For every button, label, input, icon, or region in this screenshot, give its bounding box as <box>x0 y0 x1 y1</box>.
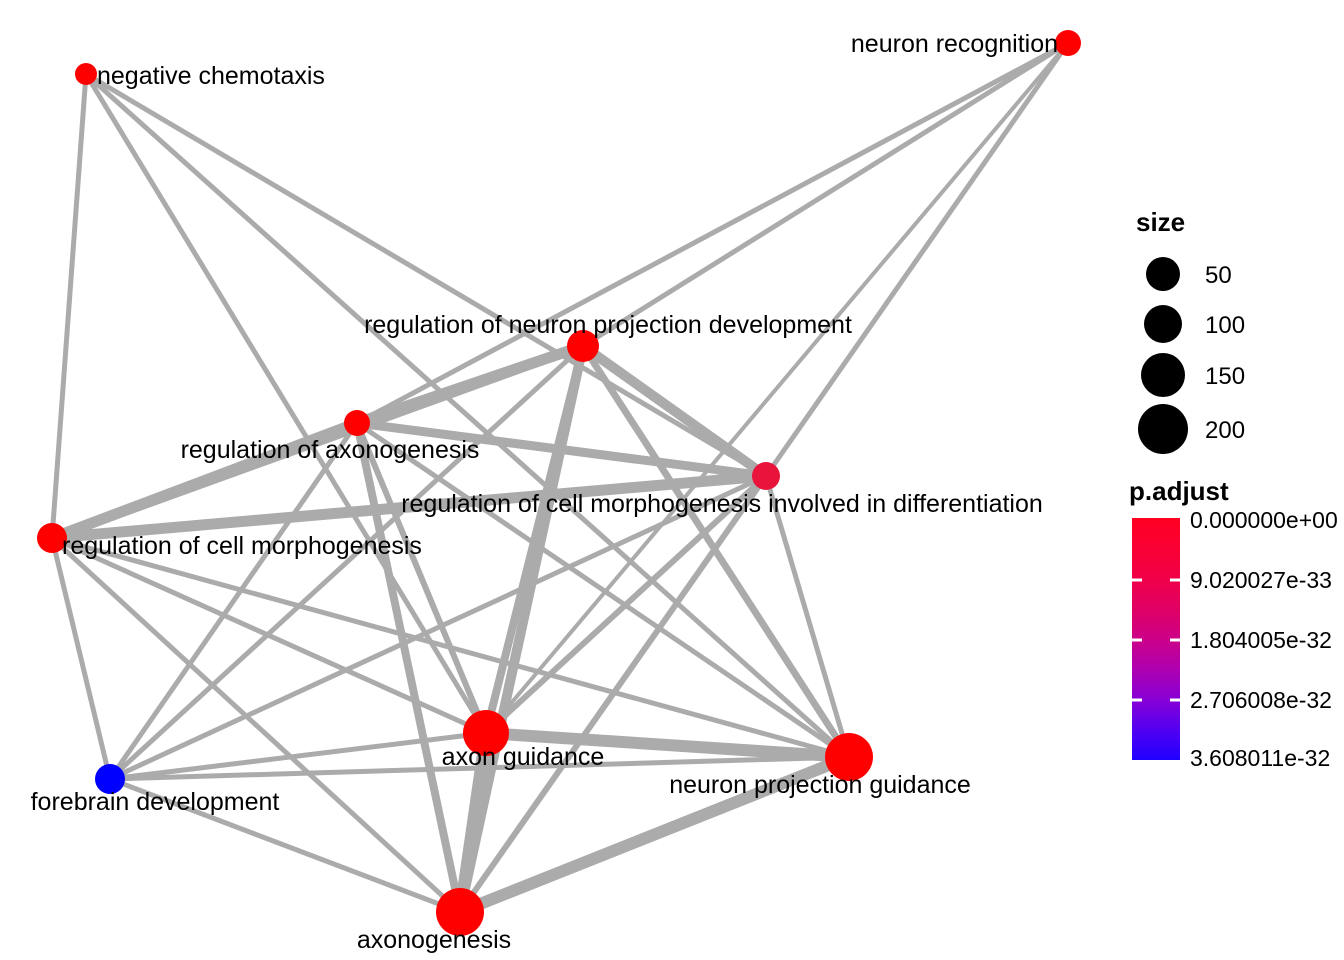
network-edge <box>484 41 1070 735</box>
network-node-labels: negative chemotaxis neuron recognition reg… <box>31 30 1058 954</box>
network-edge <box>580 341 769 481</box>
network-edge <box>763 41 1071 478</box>
network-node-neuron-recognition[interactable] <box>1055 30 1081 56</box>
network-edge <box>457 751 852 918</box>
network-edge <box>50 417 359 544</box>
size-legend-title: size <box>1136 207 1185 237</box>
node-label-forebrain-development: forebrain development <box>31 788 280 816</box>
network-edges <box>49 40 1071 918</box>
size-legend-label-150: 150 <box>1205 363 1245 390</box>
network-node-regulation-of-cell-morphogenesis-involved-in-differentiation[interactable] <box>752 462 780 490</box>
network-edge <box>109 730 487 782</box>
p-adjust-colorbar-ticks <box>1132 578 1180 702</box>
colorbar-label: 3.608011e-32 <box>1190 745 1330 771</box>
network-node-axonogenesis[interactable] <box>436 888 484 936</box>
network-edge <box>49 73 89 539</box>
network-edge <box>108 344 585 781</box>
size-legend-label-200: 200 <box>1205 417 1245 444</box>
network-edge <box>454 732 492 913</box>
network-edge <box>51 535 850 760</box>
network-edge <box>763 475 852 758</box>
colorbar-label: 2.706008e-32 <box>1190 687 1332 713</box>
network-edge <box>355 40 1070 426</box>
node-label-regulation-of-neuron-projection-development: regulation of neuron projection developm… <box>364 311 852 339</box>
node-label-axonogenesis: axonogenesis <box>357 926 511 954</box>
p-adjust-colorbar-labels: 0.000000e+00 9.020027e-33 1.804005e-32 2.70… <box>1190 507 1338 771</box>
network-node-regulation-of-axonogenesis[interactable] <box>344 410 370 436</box>
node-label-negative-chemotaxis: negative chemotaxis <box>97 62 325 90</box>
network-edge <box>51 470 767 544</box>
colorbar-label: 0.000000e+00 <box>1190 507 1338 533</box>
node-label-regulation-of-cell-morphogenesis: regulation of cell morphogenesis <box>62 532 422 560</box>
node-label-regulation-of-cell-morphogenesis-involved-in-differentiation: regulation of cell morphogenesis involve… <box>401 490 1043 518</box>
network-node-forebrain-development[interactable] <box>95 764 125 794</box>
size-legend-swatch-50 <box>1146 257 1180 291</box>
network-node-axon-guidance[interactable] <box>463 710 509 756</box>
size-legend-items: 50 100 150 200 <box>1138 257 1245 454</box>
network-edge <box>356 418 767 481</box>
size-legend: size 50 100 150 200 <box>1136 207 1245 454</box>
network-edge <box>84 72 851 759</box>
size-legend-label-50: 50 <box>1205 262 1232 289</box>
network-node-regulation-of-cell-morphogenesis[interactable] <box>37 523 67 553</box>
size-legend-swatch-200 <box>1138 404 1188 454</box>
p-adjust-legend: p.adjust 0.000000e+00 9.020027e-33 1.80400… <box>1129 476 1338 771</box>
network-node-neuron-projection-guidance[interactable] <box>825 733 873 781</box>
network-edge <box>485 727 850 763</box>
network-edge <box>50 536 462 914</box>
network-edge <box>483 473 769 736</box>
network-edge <box>49 537 113 780</box>
node-label-regulation-of-axonogenesis: regulation of axonogenesis <box>181 436 480 464</box>
network-edge <box>353 422 464 913</box>
network-edge <box>50 535 488 736</box>
network-edge <box>581 40 1070 349</box>
network-edge <box>355 420 851 760</box>
network-edge <box>354 421 489 735</box>
node-label-neuron-recognition: neuron recognition <box>851 30 1058 58</box>
network-node-regulation-of-neuron-projection-development[interactable] <box>567 330 599 362</box>
size-legend-label-100: 100 <box>1205 312 1245 339</box>
p-adjust-legend-title: p.adjust <box>1129 476 1229 506</box>
network-edge <box>107 421 360 781</box>
network-edge <box>84 71 768 479</box>
size-legend-swatch-100 <box>1144 305 1182 343</box>
network-node-negative-chemotaxis[interactable] <box>75 63 97 85</box>
node-label-axon-guidance: axon guidance <box>442 743 605 771</box>
colorbar-label: 1.804005e-32 <box>1190 627 1332 653</box>
colorbar-label: 9.020027e-33 <box>1190 567 1332 593</box>
network-nodes <box>37 30 1081 936</box>
size-legend-swatch-150 <box>1141 353 1185 397</box>
network-edge <box>109 776 461 915</box>
node-label-neuron-projection-guidance: neuron projection guidance <box>669 771 971 799</box>
network-edge <box>83 72 489 735</box>
network-edge <box>108 473 768 782</box>
network-edge <box>455 344 588 914</box>
